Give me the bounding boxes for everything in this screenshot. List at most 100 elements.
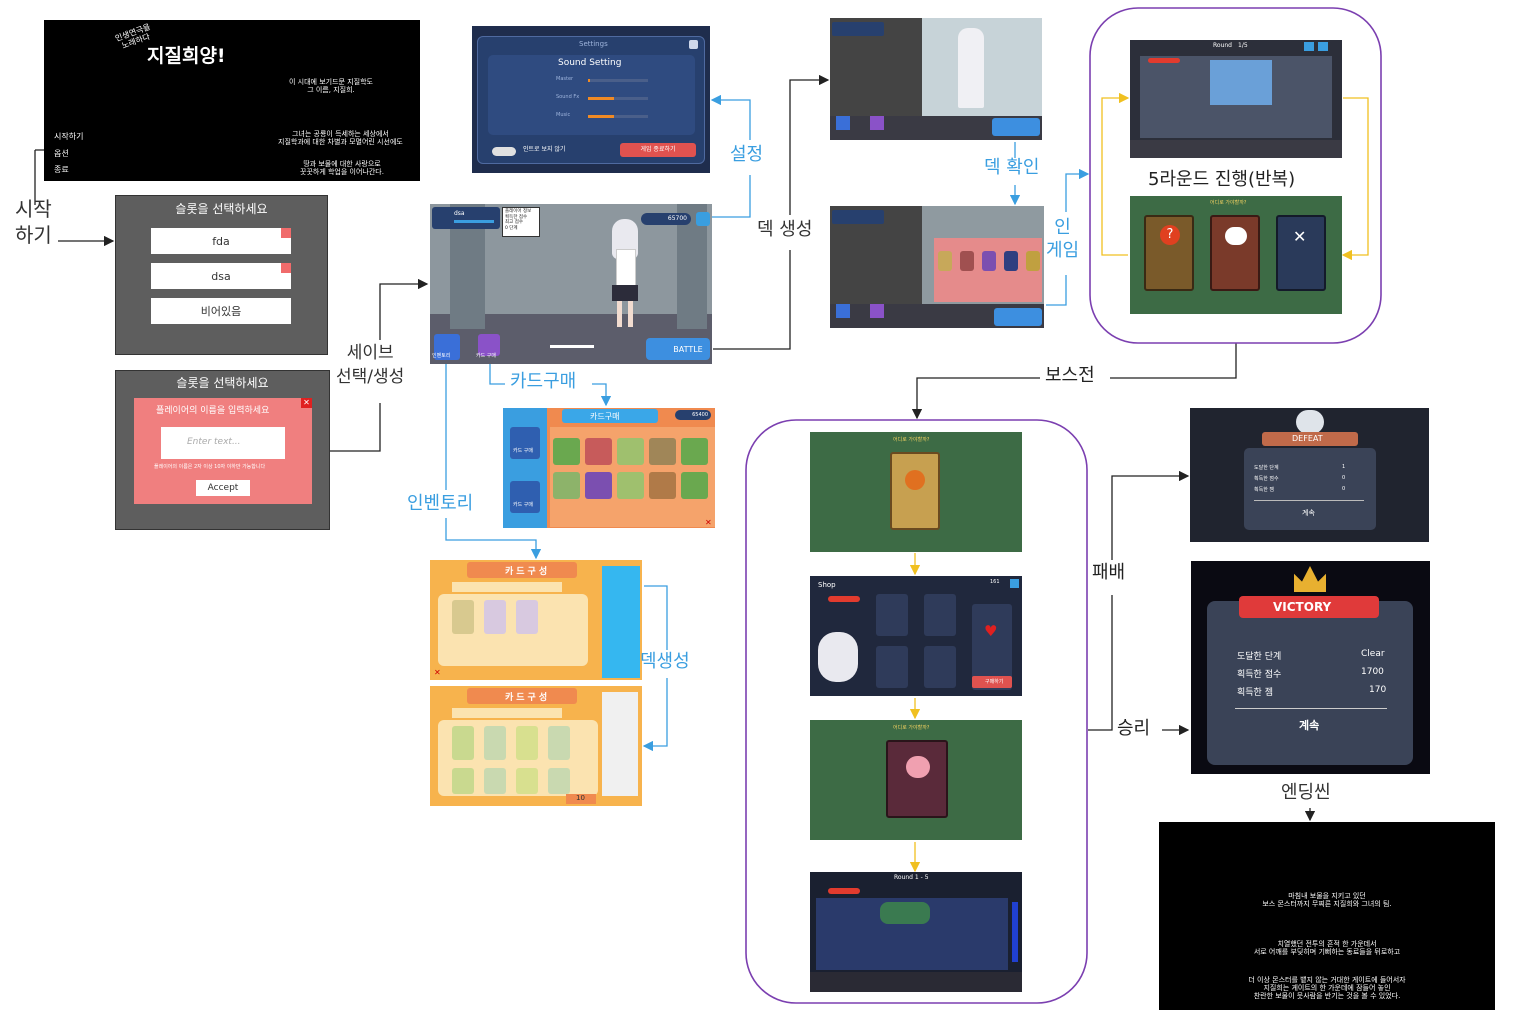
stats-text: 플레이어 정보 획득한 점수 최고 점수 0 단계: [505, 209, 532, 231]
deck-card: [1004, 251, 1018, 271]
delete-icon[interactable]: [281, 263, 291, 273]
card-buy-button[interactable]: [478, 334, 500, 356]
defeat-row-label: 획득한 젬: [1254, 487, 1274, 493]
shop-card[interactable]: [585, 472, 612, 499]
menu-options[interactable]: 옵션: [54, 149, 69, 158]
quit-button[interactable]: 게임 종료하기: [620, 143, 696, 157]
deck-card[interactable]: [452, 600, 474, 634]
slot-button-2[interactable]: dsa: [151, 263, 291, 289]
mystery-card[interactable]: ?: [1144, 215, 1194, 291]
quit-label: 게임 종료하기: [640, 146, 676, 153]
deck-card[interactable]: [516, 726, 538, 760]
shop-card[interactable]: [617, 438, 644, 465]
buy-button[interactable]: 구매하기: [972, 676, 1012, 688]
slot-button-1[interactable]: fda: [151, 228, 291, 254]
deck-title: 카드구성: [505, 567, 551, 577]
victory-continue-button[interactable]: 계속: [1299, 719, 1320, 732]
gear-icon[interactable]: [1010, 579, 1019, 588]
shop-title: Shop: [818, 581, 836, 589]
inventory-button[interactable]: [434, 334, 460, 360]
music-slider[interactable]: [588, 115, 648, 118]
deck-card: [938, 251, 952, 271]
ending-screen: 마침내 보물을 지키고 있던 보스 몬스터까지 무찌른 지질희와 그녀의 팀. …: [1159, 822, 1495, 1010]
battle-card[interactable]: ✕: [1276, 215, 1326, 291]
shop-card[interactable]: [681, 472, 708, 499]
close-icon[interactable]: ✕: [434, 668, 441, 677]
shop-card[interactable]: [649, 472, 676, 499]
defeat-panel: 도달한 단계 1 획득한 점수 0 획득한 젬 0 계속: [1244, 448, 1376, 530]
stats-popup: 플레이어 정보 획득한 점수 최고 점수 0 단계: [502, 207, 540, 237]
defeat-continue-button[interactable]: 계속: [1302, 509, 1315, 517]
shop-item[interactable]: [876, 646, 908, 688]
deck-sidebar: [602, 566, 640, 678]
flow-label-inventory: 인벤토리: [407, 493, 474, 514]
shop-card[interactable]: [585, 438, 612, 465]
battle-button[interactable]: [994, 308, 1042, 326]
victory-screen: 도달한 단계 Clear 획득한 점수 1700 획득한 젬 170 계속 VI…: [1191, 561, 1430, 774]
deck-card[interactable]: [516, 600, 538, 634]
close-icon[interactable]: [689, 40, 698, 49]
deck-card[interactable]: [548, 726, 570, 760]
gear-icon[interactable]: [1318, 42, 1328, 51]
name-input[interactable]: Enter text...: [161, 427, 285, 459]
victory-row-label: 획득한 점수: [1237, 670, 1282, 680]
menu-start[interactable]: 시작하기: [54, 132, 84, 141]
round-battle-screen: Round 1/5: [1130, 40, 1342, 158]
master-slider[interactable]: [588, 79, 648, 82]
accept-button[interactable]: Accept: [196, 480, 250, 496]
sfx-slider[interactable]: [588, 97, 648, 100]
character-sprite: [958, 28, 984, 108]
battle-prep-screen-1: [830, 18, 1042, 140]
boss-card[interactable]: [1210, 215, 1260, 291]
name-dialog: ✕ 플레이어의 이름을 입력하세요 Enter text... 플레이어의 이름…: [134, 398, 312, 504]
inventory-button[interactable]: [836, 304, 850, 318]
shop-item[interactable]: [876, 594, 908, 636]
menu-quit[interactable]: 종료: [54, 165, 69, 174]
deck-card[interactable]: [516, 768, 538, 794]
deck-card[interactable]: [548, 768, 570, 794]
shop-screen: Shop 161 ♥ 구매하기: [810, 576, 1022, 696]
card-buy-button[interactable]: [870, 116, 884, 130]
shop-item[interactable]: [924, 594, 956, 636]
battle-button[interactable]: BATTLE: [646, 338, 710, 360]
shop-card[interactable]: [553, 438, 580, 465]
settings-window: Settings Sound Setting Master Sound Fx M…: [477, 36, 705, 164]
shop-card[interactable]: [649, 438, 676, 465]
boss-card[interactable]: [886, 740, 948, 818]
title-screen: 인생연극을 노래하다 지질희양! 이 시대에 보기드문 지질학도 그 이름, 지…: [44, 20, 420, 181]
skull-icon: [1296, 410, 1324, 434]
slot-button-3[interactable]: 비어있음: [151, 298, 291, 324]
victory-row-value: 170: [1369, 685, 1387, 695]
shop-card[interactable]: [681, 438, 708, 465]
flow-label-deck-check: 덱 확인: [984, 157, 1040, 178]
shop-item[interactable]: [924, 646, 956, 688]
battle-button[interactable]: [992, 118, 1040, 136]
speed-button[interactable]: [1304, 42, 1314, 51]
deck-card[interactable]: [452, 726, 474, 760]
victory-row-value: Clear: [1361, 649, 1385, 659]
name-hint: 플레이어의 이름은 2자 이상 10자 이하만 가능합니다: [154, 464, 266, 470]
treasure-card[interactable]: [890, 452, 940, 530]
slot-select-panel: 슬롯을 선택하세요 fda dsa 비어있음: [115, 195, 328, 355]
ending-text-3: 더 이상 몬스터를 뱉지 않는 거대한 게이트에 들어서자 지질희는 게이트의 …: [1248, 976, 1406, 1001]
gear-icon[interactable]: [696, 212, 710, 226]
deck-card[interactable]: [484, 600, 506, 634]
shop-card[interactable]: [617, 472, 644, 499]
intro-toggle[interactable]: [492, 147, 516, 156]
deck-card[interactable]: [484, 768, 506, 794]
card-buy-button[interactable]: [870, 304, 884, 318]
inventory-button[interactable]: [836, 116, 850, 130]
flow-label-save: 세이브 선택/생성: [336, 343, 405, 387]
shop-side-button-1[interactable]: 카드 구매: [510, 427, 540, 459]
close-icon[interactable]: ✕: [301, 398, 312, 408]
shop-card[interactable]: [553, 472, 580, 499]
player-card: [832, 22, 884, 36]
reward-title: 어디로 가야할까?: [1210, 200, 1247, 206]
round-label: Round: [1213, 42, 1232, 49]
deck-card[interactable]: [452, 768, 474, 794]
deck-card[interactable]: [484, 726, 506, 760]
victory-panel: 도달한 단계 Clear 획득한 점수 1700 획득한 젬 170 계속: [1207, 601, 1413, 765]
delete-icon[interactable]: [281, 228, 291, 238]
close-icon[interactable]: ✕: [705, 518, 712, 527]
shop-side-button-2[interactable]: 카드 구매: [510, 481, 540, 513]
